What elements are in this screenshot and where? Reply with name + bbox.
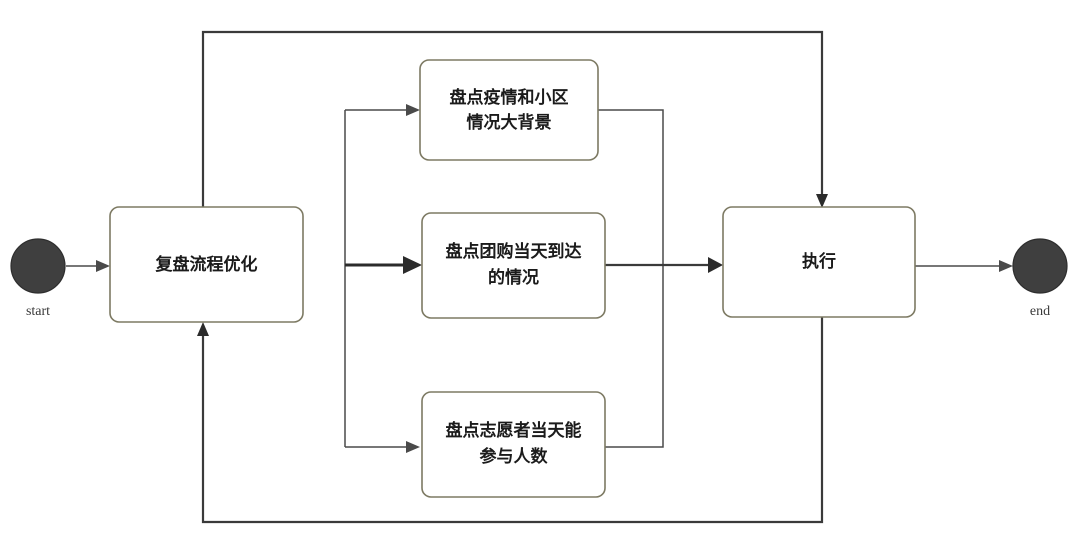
node-survey-volunteers[interactable]: 盘点志愿者当天能 参与人数 xyxy=(421,391,606,498)
node-review[interactable]: 复盘流程优化 xyxy=(109,206,304,323)
start-node-label: start xyxy=(26,304,50,319)
node-survey-groupbuy-label-line-2: 的情况 xyxy=(488,267,539,287)
edge-start-to-review xyxy=(66,260,110,272)
arrowhead-into-review-left xyxy=(96,260,110,272)
arrowhead-into-survey-volunteers xyxy=(406,441,420,453)
edge-review-fanout-middle xyxy=(345,256,422,274)
terminal-end[interactable]: end xyxy=(1012,238,1068,319)
node-review-label-line-1: 复盘流程优化 xyxy=(155,254,258,274)
arrowhead-into-execute-top xyxy=(816,194,828,208)
edge-merge-spine xyxy=(598,109,664,448)
arrowhead-into-review-bottom xyxy=(197,322,209,336)
arrowhead-into-execute-left xyxy=(708,257,723,273)
node-execute[interactable]: 执行 xyxy=(722,206,916,318)
arrowhead-into-survey-groupbuy xyxy=(403,256,422,274)
edge-merge-to-execute xyxy=(605,257,723,273)
node-execute-label-line-1: 执行 xyxy=(802,251,836,271)
arrowhead-into-survey-epidemic xyxy=(406,104,420,116)
terminal-start[interactable]: start xyxy=(10,238,66,319)
node-survey-volunteers-label-line-2: 参与人数 xyxy=(480,446,549,466)
node-survey-groupbuy[interactable]: 盘点团购当天到达 的情况 xyxy=(421,212,606,319)
arrowhead-into-end xyxy=(999,260,1013,272)
edge-execute-feedback-to-review xyxy=(197,317,824,524)
edge-top-loop-to-execute xyxy=(201,30,828,208)
node-execute-shape[interactable] xyxy=(722,206,916,318)
node-survey-groupbuy-label-line-1: 盘点团购当天到达 xyxy=(446,241,582,261)
edge-review-fanout xyxy=(344,104,420,453)
node-survey-epidemic-label-line-2: 情况大背景 xyxy=(467,112,552,132)
node-survey-epidemic[interactable]: 盘点疫情和小区 情况大背景 xyxy=(419,59,599,161)
end-node-circle[interactable] xyxy=(1012,238,1068,294)
node-survey-groupbuy-shape[interactable] xyxy=(421,212,606,319)
end-node-label: end xyxy=(1030,304,1050,319)
node-survey-volunteers-shape[interactable] xyxy=(421,391,606,498)
node-survey-volunteers-label-line-1: 盘点志愿者当天能 xyxy=(446,420,582,440)
edge-execute-to-end xyxy=(915,260,1013,272)
node-review-shape[interactable] xyxy=(109,206,304,323)
start-node-circle[interactable] xyxy=(10,238,66,294)
node-survey-epidemic-label-line-1: 盘点疫情和小区 xyxy=(450,87,569,107)
node-survey-epidemic-shape[interactable] xyxy=(419,59,599,161)
